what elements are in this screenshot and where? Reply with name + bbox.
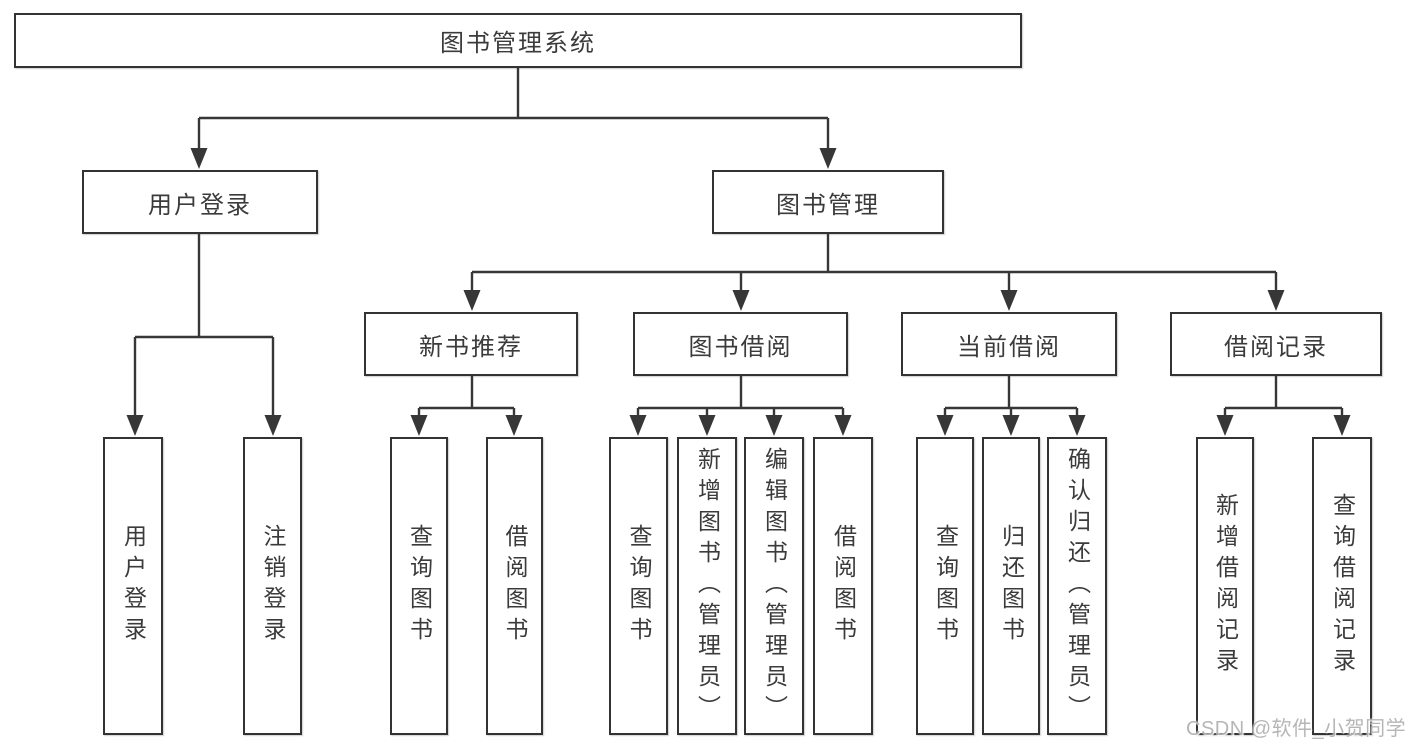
node-root: 图书管理系统 bbox=[14, 13, 1022, 68]
arrow-down-icon bbox=[936, 415, 954, 436]
arrow-down-icon bbox=[732, 290, 750, 311]
arrow-down-icon bbox=[1068, 415, 1086, 436]
leaf-borrow-books-1: 借阅图书 bbox=[486, 437, 543, 735]
arrow-down-icon bbox=[1333, 415, 1351, 436]
node-label: 借阅图书 bbox=[502, 524, 528, 648]
leaf-logout: 注销登录 bbox=[243, 437, 302, 735]
leaf-edit-book-admin: 编辑图书（管理员） bbox=[744, 437, 804, 735]
leaf-query-borrow-record: 查询借阅记录 bbox=[1312, 437, 1372, 735]
leaf-user-login: 用户登录 bbox=[103, 437, 163, 735]
node-book-borrow: 图书借阅 bbox=[633, 312, 848, 376]
arrow-down-icon bbox=[1216, 415, 1234, 436]
leaf-add-borrow-record: 新增借阅记录 bbox=[1196, 437, 1254, 735]
arrow-down-icon bbox=[264, 415, 282, 436]
branch-user-login bbox=[133, 234, 275, 418]
node-label: 编辑图书（管理员） bbox=[761, 446, 788, 726]
node-borrow-records: 借阅记录 bbox=[1170, 312, 1382, 376]
arrow-down-icon bbox=[765, 415, 783, 436]
leaf-query-books-2: 查询图书 bbox=[609, 437, 668, 735]
branch-book-management bbox=[470, 234, 1278, 293]
node-label: 新增借阅记录 bbox=[1212, 493, 1239, 679]
branch-root bbox=[197, 68, 830, 150]
arrow-down-icon bbox=[819, 148, 837, 169]
arrow-down-icon bbox=[126, 415, 144, 436]
branch-book-borrow bbox=[636, 376, 845, 418]
arrow-down-icon bbox=[834, 415, 852, 436]
node-book-management: 图书管理 bbox=[712, 170, 944, 234]
node-label: 注销登录 bbox=[260, 524, 286, 648]
leaf-query-books-1: 查询图书 bbox=[390, 437, 448, 735]
node-label: 图书管理 bbox=[776, 191, 880, 219]
node-label: 查询图书 bbox=[932, 524, 959, 648]
node-label: 用户登录 bbox=[148, 191, 252, 219]
leaf-borrow-books-2: 借阅图书 bbox=[813, 437, 873, 735]
arrow-down-icon bbox=[1267, 290, 1285, 311]
arrow-down-icon bbox=[505, 415, 523, 436]
node-label: 借阅图书 bbox=[830, 524, 857, 648]
node-label: 新书推荐 bbox=[419, 333, 523, 361]
leaf-confirm-return-admin: 确认归还（管理员） bbox=[1047, 437, 1107, 735]
node-label: 图书借阅 bbox=[688, 333, 793, 361]
arrow-down-icon bbox=[463, 290, 481, 311]
node-current-borrow: 当前借阅 bbox=[901, 312, 1117, 376]
node-label: 当前借阅 bbox=[957, 333, 1061, 361]
node-user-login: 用户登录 bbox=[82, 170, 318, 234]
watermark: CSDN @软件_小贺同学 bbox=[1186, 718, 1405, 740]
arrow-down-icon bbox=[1000, 290, 1018, 311]
arrow-down-icon bbox=[629, 415, 647, 436]
node-label: 归还图书 bbox=[998, 524, 1025, 648]
node-label: 查询图书 bbox=[406, 524, 433, 648]
node-new-book-recommend: 新书推荐 bbox=[364, 312, 578, 376]
arrow-down-icon bbox=[410, 415, 428, 436]
leaf-return-book: 归还图书 bbox=[982, 437, 1040, 735]
node-label: 新增图书（管理员） bbox=[694, 446, 721, 726]
leaf-add-book-admin: 新增图书（管理员） bbox=[677, 437, 737, 735]
branch-new-book-recommend bbox=[417, 376, 516, 418]
arrow-down-icon bbox=[1002, 415, 1020, 436]
arrow-down-icon bbox=[190, 148, 208, 169]
leaf-query-books-3: 查询图书 bbox=[916, 437, 974, 735]
node-label: 图书管理系统 bbox=[440, 30, 596, 57]
branch-current-borrow bbox=[943, 376, 1079, 418]
branch-borrow-records bbox=[1223, 376, 1344, 418]
arrow-down-icon bbox=[698, 415, 716, 436]
node-label: 用户登录 bbox=[120, 524, 147, 648]
node-label: 查询借阅记录 bbox=[1329, 493, 1356, 679]
node-label: 查询图书 bbox=[626, 524, 652, 648]
node-label: 确认归还（管理员） bbox=[1064, 446, 1091, 726]
node-label: 借阅记录 bbox=[1224, 333, 1328, 361]
